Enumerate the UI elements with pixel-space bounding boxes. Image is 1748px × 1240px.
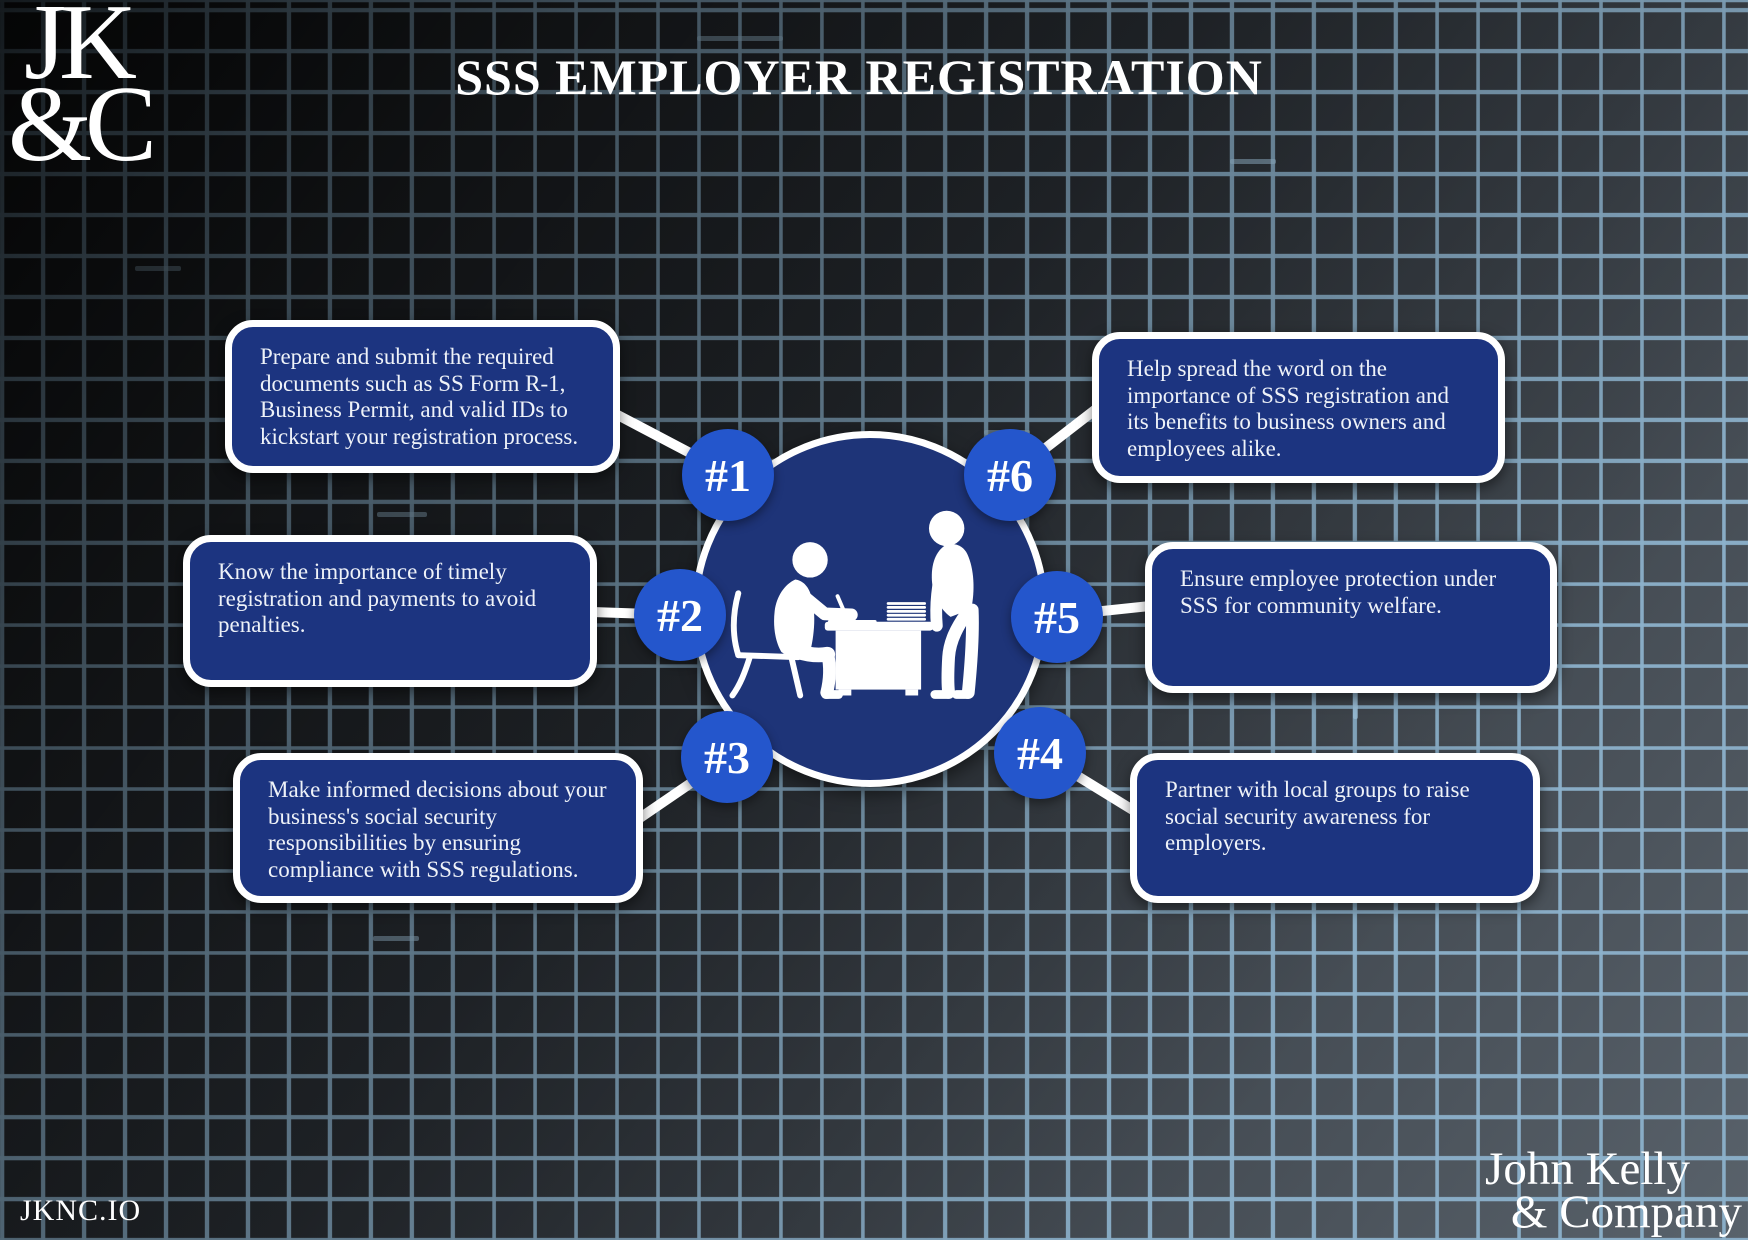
step-3-number: #3 [704,731,750,783]
step-5-number: #5 [1034,591,1080,643]
step-2-number: #2 [657,589,703,641]
step-2-badge: #2 [634,569,726,661]
seated-person-icon [774,542,877,699]
step-2-box: Know the importance of timely registrati… [183,535,597,687]
step-6-number: #6 [987,449,1033,501]
step-1-badge: #1 [682,429,774,521]
step-4-box: Partner with local groups to raise socia… [1130,753,1540,903]
step-6-badge: #6 [964,429,1056,521]
desk-icon [824,621,933,696]
monogram-line2: &C [8,65,157,184]
chair-icon [729,590,804,699]
page-title: SSS EMPLOYER REGISTRATION [455,48,1263,105]
step-2-text: Know the importance of timely registrati… [218,559,537,637]
step-3-text: Make informed decisions about your busin… [268,777,607,882]
step-1-text: Prepare and submit the required document… [260,344,579,449]
standing-person-icon [928,510,979,699]
step-6-box: Help spread the word on the importance o… [1092,332,1505,483]
step-1-number: #1 [705,449,751,501]
pen-icon [835,594,849,619]
step-1-box: Prepare and submit the required document… [225,320,620,473]
jkc-monogram-logo: JK &C [8,0,157,179]
step-4-number: #4 [1017,727,1063,779]
monogram-line1: JK [24,0,137,102]
registration-desk-people-icon [729,510,979,699]
step-5-box: Ensure employee protection under SSS for… [1145,542,1557,693]
step-5-badge: #5 [1011,571,1103,663]
step-3-box: Make informed decisions about your busin… [233,753,643,903]
website-url: JKNC.IO [20,1194,142,1227]
company-name-line2: & Company [1510,1186,1742,1238]
company-wordmark: John Kelly & Company [1485,1143,1742,1236]
step-4-text: Partner with local groups to raise socia… [1165,777,1470,855]
papers-stack-icon [886,602,927,621]
step-3-badge: #3 [681,711,773,803]
company-name-line1: John Kelly [1485,1143,1690,1195]
step-6-text: Help spread the word on the importance o… [1127,356,1449,461]
step-4-badge: #4 [994,707,1086,799]
step-5-text: Ensure employee protection under SSS for… [1180,566,1497,618]
